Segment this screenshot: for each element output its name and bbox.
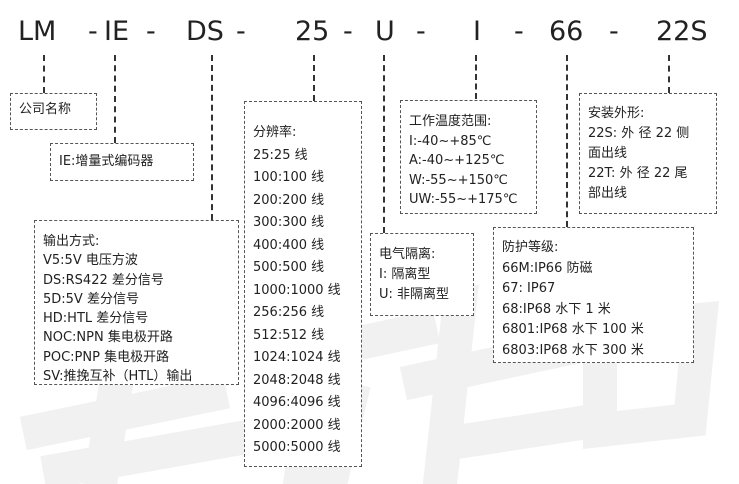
output-mode-item: HD:HTL 差分信号 bbox=[43, 311, 149, 327]
installation-shape-box: 安装外形: 22S: 外 径 22 侧 面出线 22T: 外 径 22 尾 部出… bbox=[579, 93, 717, 214]
output-mode-item: V5:5V 电压方波 bbox=[43, 253, 138, 269]
connector-line-lm bbox=[43, 55, 45, 93]
protection-item: 66M:IP66 防磁 bbox=[502, 260, 593, 276]
resolution-item: 5000:5000 线 bbox=[253, 440, 341, 455]
code-separator: - bbox=[514, 16, 524, 47]
isolation-item: I: 隔离型 bbox=[379, 267, 431, 282]
protection-level-box: 防护等级: 66M:IP66 防磁 67: IP67 68:IP68 水下 1 … bbox=[493, 227, 694, 363]
temperature-range-box: 工作温度范围: I:-40~+85℃ A:-40~+125℃ W:-55~+15… bbox=[400, 100, 537, 214]
protection-item: 67: IP67 bbox=[502, 281, 556, 296]
code-part-25: 25 bbox=[295, 16, 330, 47]
resolution-item: 500:500 线 bbox=[253, 260, 325, 275]
resolution-item: 300:300 线 bbox=[253, 215, 325, 230]
resolution-item: 2000:2000 线 bbox=[253, 417, 341, 433]
company-name-label: 公司名称 bbox=[19, 102, 72, 117]
code-separator: - bbox=[609, 16, 619, 47]
resolution-item: 25:25 线 bbox=[253, 147, 308, 163]
connector-line-i bbox=[475, 55, 477, 99]
encoder-type-label: IE:增量式编码器 bbox=[59, 154, 154, 169]
connector-line-u bbox=[383, 55, 385, 233]
resolution-item: 100:100 线 bbox=[253, 170, 325, 185]
protection-item: 6803:IP68 水下 300 米 bbox=[502, 342, 644, 358]
temperature-item: A:-40~+125℃ bbox=[409, 153, 505, 168]
code-part-ie: IE bbox=[104, 16, 130, 47]
shape-item: 部出线 bbox=[588, 186, 628, 201]
shape-item: 22S: 外 径 22 侧 bbox=[588, 126, 690, 141]
shape-item: 22T: 外 径 22 尾 bbox=[588, 166, 688, 181]
isolation-title: 电气隔离: bbox=[379, 247, 436, 262]
output-mode-item: POC:PNP 集电极开路 bbox=[43, 349, 170, 365]
resolution-item: 1024:1024 线 bbox=[253, 350, 341, 365]
resolution-title: 分辨率: bbox=[253, 125, 297, 140]
output-mode-item: 5D:5V 差分信号 bbox=[43, 291, 139, 307]
temperature-item: W:-55~+150℃ bbox=[409, 172, 508, 188]
temperature-item: I:-40~+85℃ bbox=[409, 133, 492, 149]
code-separator: - bbox=[88, 16, 98, 47]
code-separator: - bbox=[343, 16, 353, 47]
resolution-box: 分辨率: 25:25 线 100:100 线 200:200 线 300:300… bbox=[244, 101, 362, 467]
resolution-item: 1000:1000 线 bbox=[253, 282, 341, 298]
connector-line-ie bbox=[114, 55, 116, 143]
code-part-66: 66 bbox=[549, 16, 584, 47]
output-mode-title: 输出方式: bbox=[43, 234, 100, 249]
resolution-item: 4096:4096 线 bbox=[253, 395, 341, 410]
isolation-box: 电气隔离: I: 隔离型 U: 非隔离型 bbox=[370, 233, 474, 316]
resolution-item: 256:256 线 bbox=[253, 305, 325, 320]
code-part-lm: LM bbox=[18, 16, 57, 47]
shape-item: 面出线 bbox=[588, 146, 628, 161]
temperature-item: UW:-55~+175℃ bbox=[409, 192, 518, 207]
isolation-item: U: 非隔离型 bbox=[379, 287, 450, 302]
protection-item: 68:IP68 水下 1 米 bbox=[502, 301, 611, 317]
shape-title: 安装外形: bbox=[588, 106, 645, 121]
resolution-item: 400:400 线 bbox=[253, 237, 325, 253]
connector-line-25 bbox=[313, 55, 315, 101]
code-part-ds: DS bbox=[186, 16, 224, 47]
code-part-i: I bbox=[473, 16, 481, 47]
protection-title: 防护等级: bbox=[502, 240, 559, 255]
company-name-box: 公司名称 bbox=[10, 93, 97, 130]
code-part-22s: 22S bbox=[656, 16, 708, 47]
code-part-u: U bbox=[375, 16, 395, 47]
output-mode-box: 输出方式: V5:5V 电压方波 DS:RS422 差分信号 5D:5V 差分信… bbox=[34, 220, 239, 385]
code-separator: - bbox=[416, 16, 426, 47]
resolution-item: 2048:2048 线 bbox=[253, 372, 341, 388]
code-separator: - bbox=[236, 16, 246, 47]
connector-line-66 bbox=[566, 55, 568, 227]
code-separator: - bbox=[146, 16, 156, 47]
temperature-title: 工作温度范围: bbox=[409, 114, 492, 129]
connector-line-ds bbox=[211, 55, 213, 220]
connector-line-22s bbox=[668, 55, 670, 93]
output-mode-item: DS:RS422 差分信号 bbox=[43, 272, 164, 288]
encoder-type-box: IE:增量式编码器 bbox=[50, 143, 194, 181]
resolution-item: 200:200 线 bbox=[253, 192, 325, 208]
protection-item: 6801:IP68 水下 100 米 bbox=[502, 322, 644, 337]
output-mode-item: NOC:NPN 集电极开路 bbox=[43, 330, 173, 346]
output-mode-item: SV:推挽互补（HTL）输出 bbox=[43, 369, 193, 385]
resolution-item: 512:512 线 bbox=[253, 327, 325, 343]
